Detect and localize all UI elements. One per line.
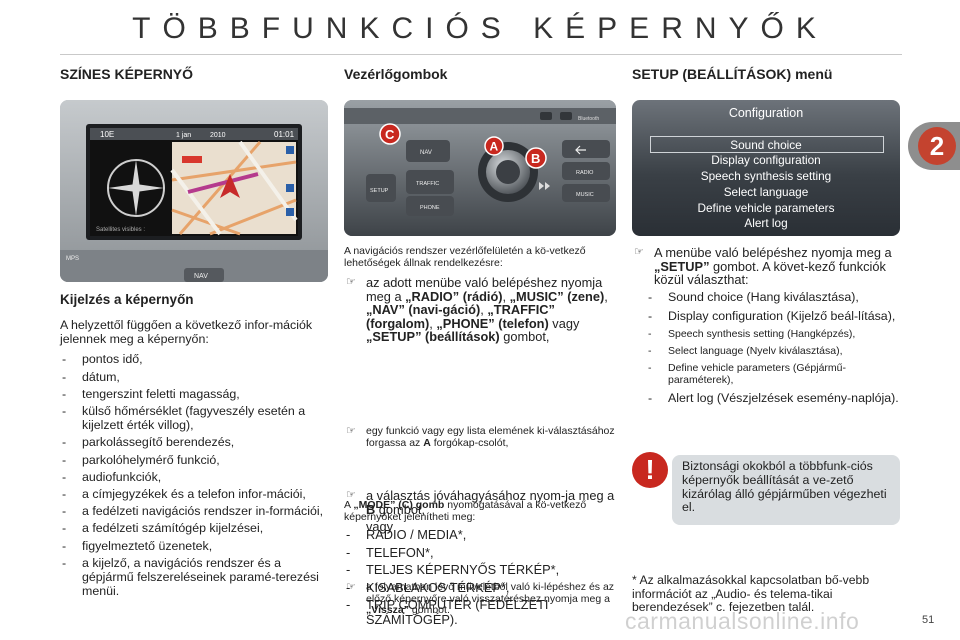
list-item: Speech synthesis setting (Hangképzés), — [646, 328, 900, 340]
title-divider — [60, 54, 902, 55]
list-item: KISABLAKOS TÉRKÉP*, — [344, 580, 616, 596]
setup-item-vehicle: Define vehicle parameters — [697, 201, 835, 215]
music-hardware-button — [562, 184, 610, 202]
screen-label-nav: NAV — [194, 273, 208, 280]
phone-hardware-button — [406, 196, 454, 216]
watermark: carmanualsonline.info — [625, 608, 860, 634]
callout-c-marker — [379, 123, 401, 145]
list-item: a kijelző, a navigációs rendszer és a gé… — [60, 556, 328, 599]
center-button-b — [496, 160, 520, 184]
callout-b-marker — [525, 147, 547, 169]
list-item: Display configuration (Kijelző beál-lítá… — [646, 309, 900, 323]
svg-text:B: B — [531, 151, 540, 166]
nav-hardware-button — [406, 140, 450, 162]
setup-intro: ☞ A menübe való belépéshez nyomja meg a … — [634, 245, 892, 288]
controls-item-confirm: ☞ a választás jóváhagyásához nyom-ja meg… — [346, 488, 615, 535]
list-item: RADIO / MEDIA*, — [344, 527, 616, 543]
screen-label-mps: MPS — [66, 256, 79, 262]
mode-screens-list: RADIO / MEDIA*, TELEFON*, TELJES KÉPERNY… — [344, 527, 616, 630]
svg-text:PHONE: PHONE — [420, 205, 440, 211]
list-item: parkolóhelymérő funkció, — [60, 453, 328, 467]
svg-text:SETUP: SETUP — [370, 188, 389, 194]
list-item: figyelmeztető üzenetek, — [60, 539, 328, 553]
screen-label-10e: 10E — [100, 130, 114, 139]
control-panel-illustration: Bluetooth NAV SETUP TRAFFIC PHONE RADIO … — [344, 100, 616, 236]
section-heading-color-screen: SZÍNES KÉPERNYŐ — [60, 66, 194, 82]
list-item: Define vehicle parameters (Gépjármű-para… — [646, 362, 900, 386]
footnote: * Az alkalmazásokkal kapcsolatban bő-veb… — [632, 573, 870, 615]
pointer-hand-icon: ☞ — [634, 246, 644, 258]
svg-text:NAV: NAV — [420, 150, 432, 156]
controls-item-menu-buttons: ☞ az adott menübe való belépéshez nyomja… — [346, 275, 608, 345]
pointer-hand-icon: ☞ — [346, 489, 356, 502]
setup-item-speech: Speech synthesis setting — [700, 169, 832, 183]
list-item: TRIP COMPUTER (FEDÉLZETI SZÁMÍTÓGÉP). — [344, 597, 616, 627]
mode-button-text: A „MODE” (C) gomb nyomogatásával a kö-ve… — [344, 499, 587, 523]
page-title: TÖBBFUNKCIÓS KÉPERNYŐK — [132, 12, 828, 45]
list-item: parkolássegítő berendezés, — [60, 435, 328, 449]
callout-a-marker — [484, 136, 504, 156]
setup-functions-list: Sound choice (Hang kiválasztása), Displa… — [632, 290, 900, 408]
page-number: 51 — [922, 614, 935, 626]
warning-icon: ! — [632, 452, 668, 488]
display-info-list: pontos idő, dátum, tengerszint feletti m… — [60, 352, 328, 598]
vehicle-position-icon — [220, 174, 240, 198]
setup-screen-title: Configuration — [728, 106, 804, 120]
setup-item-sound: Sound choice — [730, 138, 802, 152]
chapter-tab: 2 — [908, 122, 960, 170]
list-item: külső hőmérséklet (fagyveszély esetén a … — [60, 404, 328, 432]
back-arrow-icon — [575, 145, 586, 155]
svg-text:RADIO: RADIO — [576, 170, 594, 176]
svg-text:MUSIC: MUSIC — [576, 192, 594, 198]
setup-hardware-button — [366, 174, 396, 202]
screen-label-time: 01:01 — [274, 130, 295, 139]
list-item: Sound choice (Hang kiválasztása), — [646, 290, 900, 304]
rewind-icon — [539, 182, 550, 190]
svg-text:TRAFFIC: TRAFFIC — [416, 181, 439, 187]
color-screen-illustration: 10E 1 jan 2010 01:01 Satellites visibles… — [60, 100, 328, 282]
chapter-number: 2 — [918, 127, 956, 165]
pointer-hand-icon: ☞ — [346, 424, 356, 437]
traffic-hardware-button — [406, 170, 454, 194]
color-screen-photo: 10E 1 jan 2010 01:01 Satellites visibles… — [60, 100, 328, 282]
back-hardware-button — [562, 140, 610, 158]
display-intro: A helyzettől függően a következő infor-m… — [60, 318, 313, 347]
setup-menu-screen: Configuration Sound choice Display confi… — [632, 100, 900, 236]
list-item: TELEFON*, — [344, 545, 616, 561]
safety-warning-box: Biztonsági okokból a többfunk-ciós képer… — [672, 455, 900, 525]
list-item: tengerszint feletti magasság, — [60, 387, 328, 401]
radio-hardware-button — [562, 162, 610, 180]
controls-item-rotary: ☞ egy funkció vagy egy lista elemének ki… — [346, 424, 615, 449]
setup-item-language: Select language — [723, 185, 809, 199]
section-heading-controls: Vezérlőgombok — [344, 66, 448, 82]
list-item: TELJES KÉPERNYŐS TÉRKÉP*, — [344, 562, 616, 578]
screen-label-year: 2010 — [210, 132, 226, 139]
screen-label-date: 1 jan — [176, 132, 191, 139]
subheading-display: Kijelzés a képernyőn — [60, 292, 194, 307]
svg-text:C: C — [385, 127, 395, 142]
svg-text:A: A — [490, 140, 499, 154]
list-item: Alert log (Vészjelzések esemény-naplója)… — [646, 391, 900, 405]
list-item: Select language (Nyelv kiválasztása), — [646, 345, 900, 357]
list-item: a fedélzeti számítógép kijelzései, — [60, 521, 328, 535]
controls-intro: A navigációs rendszer vezérlőfelületén a… — [344, 245, 586, 269]
setup-item-display: Display configuration — [711, 153, 821, 167]
pointer-hand-icon: ☞ — [346, 276, 356, 288]
section-heading-setup: SETUP (BEÁLLÍTÁSOK) menü — [632, 66, 833, 82]
setup-item-alert: Alert log — [744, 216, 788, 230]
list-item: a fedélzeti navigációs rendszer in-formá… — [60, 504, 328, 518]
list-item: pontos idő, — [60, 352, 328, 366]
setup-selection-highlight — [650, 136, 884, 153]
screen-satellites-text: Satellites visibles : — [96, 227, 145, 233]
control-panel-photo: Bluetooth NAV SETUP TRAFFIC PHONE RADIO … — [344, 100, 616, 236]
display-info-block: A helyzettől függően a következő infor-m… — [60, 318, 328, 601]
list-item: audiofunkciók, — [60, 470, 328, 484]
list-item: dátum, — [60, 370, 328, 384]
bluetooth-label: Bluetooth — [578, 116, 599, 122]
list-item: a címjegyzékek és a telefon infor-mációi… — [60, 487, 328, 501]
